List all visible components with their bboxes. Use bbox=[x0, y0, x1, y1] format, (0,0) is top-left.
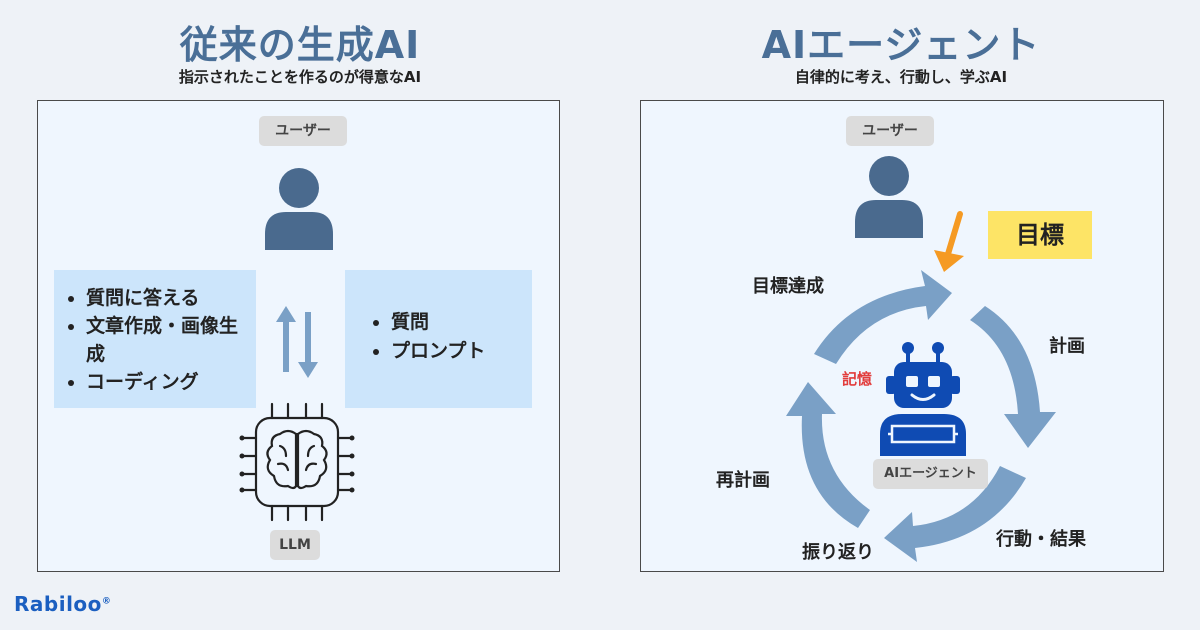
brand-logo: Rabiloo® bbox=[14, 592, 112, 616]
llm-chip: LLM bbox=[270, 530, 320, 560]
cycle-arrow-reflect bbox=[786, 382, 870, 528]
right-user-icon bbox=[855, 156, 923, 238]
cycle-arrow-achieve bbox=[814, 270, 952, 364]
goal-arrow-icon bbox=[934, 211, 964, 272]
input-item: プロンプト bbox=[367, 337, 532, 366]
memory-label: 記憶 bbox=[842, 370, 873, 388]
brain-chip-icon bbox=[239, 402, 355, 522]
right-user-chip: ユーザー bbox=[846, 116, 934, 146]
cycle-label-reflect: 振り返り bbox=[802, 542, 874, 563]
left-title: 従来の生成AI bbox=[179, 23, 421, 67]
cycle-arrow-plan bbox=[970, 306, 1056, 448]
output-item: 質問に答える bbox=[62, 284, 250, 312]
output-item: 文章作成・画像生成 bbox=[62, 312, 250, 368]
right-subtitle: 自律的に考え、行動し、学ぶAI bbox=[794, 68, 1008, 86]
left-user-chip: ユーザー bbox=[259, 116, 347, 146]
right-title: AIエージェント bbox=[761, 23, 1041, 67]
cycle-label-achieve: 目標達成 bbox=[752, 276, 824, 297]
cycle-label-plan: 計画 bbox=[1049, 336, 1085, 357]
cycle-label-act: 行動・結果 bbox=[996, 529, 1086, 550]
left-subtitle: 指示されたことを作るのが得意なAI bbox=[178, 68, 422, 86]
output-item: コーディング bbox=[62, 368, 250, 396]
left-input-box: 質問 プロンプト bbox=[345, 270, 532, 408]
exchange-arrows-icon bbox=[276, 306, 318, 378]
input-item: 質問 bbox=[367, 308, 532, 337]
cycle-label-replan: 再計画 bbox=[716, 470, 770, 491]
agent-cycle-diagram bbox=[786, 270, 1056, 562]
agent-chip: AIエージェント bbox=[873, 459, 988, 489]
goal-box: 目標 bbox=[988, 211, 1092, 259]
left-output-box: 質問に答える 文章作成・画像生成 コーディング bbox=[54, 270, 256, 408]
cycle-arrow-act bbox=[884, 466, 1026, 562]
left-user-icon bbox=[265, 168, 333, 250]
robot-icon bbox=[880, 342, 966, 456]
